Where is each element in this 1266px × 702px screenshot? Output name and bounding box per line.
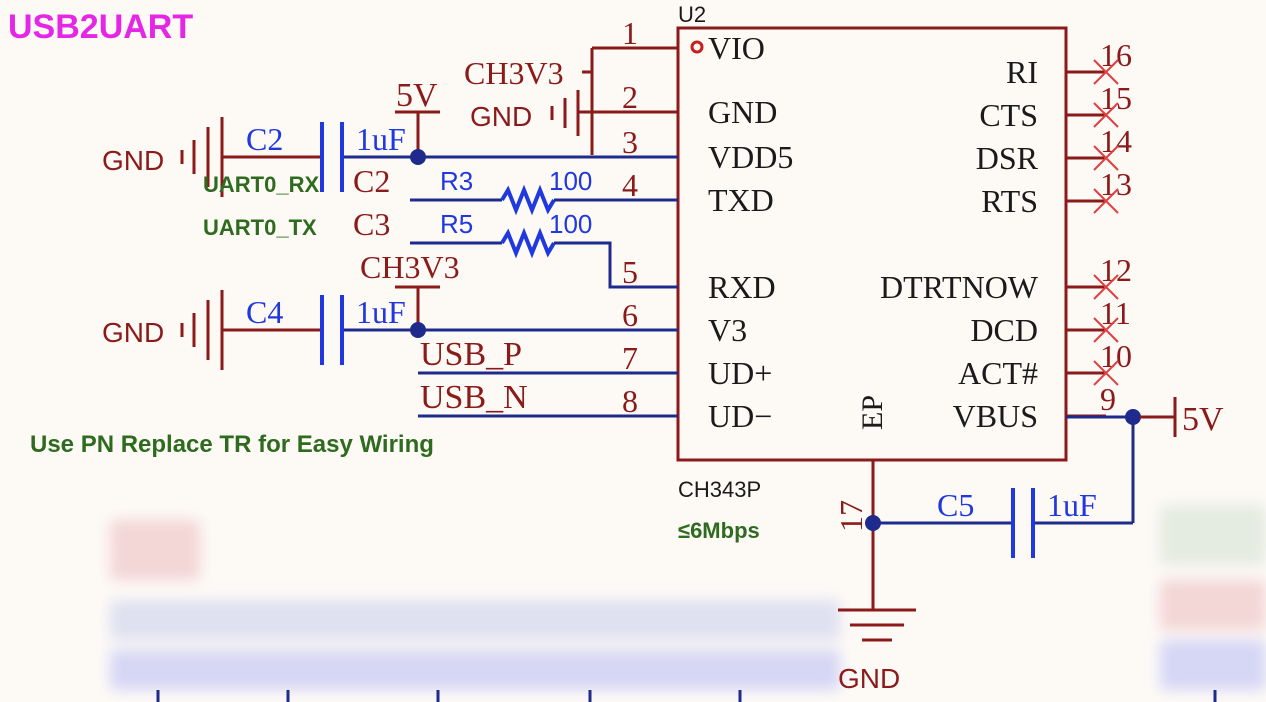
five-v-right-label: 5V [1182, 401, 1224, 438]
pin-name: VIO [708, 30, 765, 66]
r3-pin-label: C2 [353, 163, 390, 199]
r5-zigzag [500, 227, 556, 259]
pin-name: DCD [970, 312, 1038, 348]
uart-rx-label: UART0_RX [203, 172, 319, 197]
pin-number: 2 [622, 79, 638, 115]
no-connect-cross [1093, 188, 1119, 214]
junction [410, 322, 426, 338]
pin-number: 7 [622, 340, 638, 376]
five-v-top-label: 5V [396, 77, 438, 114]
wiring-note: Use PN Replace TR for Easy Wiring [30, 431, 434, 458]
pin-number: 6 [622, 297, 638, 333]
pin-name: UD− [708, 398, 772, 434]
chip-speed: ≤6Mbps [678, 518, 760, 543]
ep-label: EP [856, 395, 889, 430]
pin-17-num: 17 [833, 500, 869, 532]
gnd-top-label: GND [470, 101, 532, 132]
blurred-background [110, 505, 1266, 690]
pin-number: 5 [622, 254, 638, 290]
pin-name: CTS [979, 97, 1038, 133]
pin-name: ACT# [958, 355, 1038, 391]
blur-block [1160, 505, 1266, 565]
blur-block [110, 650, 840, 690]
blur-block [110, 520, 200, 580]
pin-name: VDD5 [708, 139, 793, 175]
pin-number: 15 [1100, 80, 1132, 116]
r3-value: 100 [549, 166, 592, 196]
r3-ref: R3 [440, 166, 473, 196]
pin-name: RI [1006, 54, 1038, 90]
pin-number: 16 [1100, 37, 1132, 73]
pin-number: 9 [1100, 381, 1116, 417]
usb-n-label: USB_N [420, 379, 528, 416]
pin-name: VBUS [953, 398, 1038, 434]
gnd-c2-label: GND [102, 145, 164, 176]
wire [554, 241, 678, 289]
left-pin-group: 1 VIO 2 GND 3 VDD5 4 TXD 5 RXD 6 V3 7 UD+ 8 UD− [622, 15, 793, 434]
pin-number: 12 [1100, 252, 1132, 288]
blur-block [1160, 580, 1266, 630]
pin-name: UD+ [708, 355, 772, 391]
pin-name: TXD [708, 182, 774, 218]
chip-part: CH343P [678, 477, 761, 502]
pin-name: RXD [708, 269, 776, 305]
ch3v3-mid-label: CH3V3 [360, 249, 460, 285]
c2-value: 1uF [356, 121, 406, 157]
pin-number: 8 [622, 383, 638, 419]
usb-p-label: USB_P [420, 336, 522, 373]
pin-number: 1 [622, 15, 638, 51]
chip-designator: U2 [678, 2, 706, 27]
junction [1125, 409, 1141, 425]
r5-pin-label: C3 [353, 206, 390, 242]
c5-value: 1uF [1047, 487, 1097, 523]
c5-ref: C5 [937, 487, 974, 523]
gnd-bottom-label: GND [838, 663, 900, 694]
gnd-bottom-symbol [838, 608, 916, 642]
no-connect-cross [1093, 59, 1119, 85]
pin-name: RTS [981, 183, 1038, 219]
c4-ref: C4 [246, 294, 283, 330]
no-connect-cross [1093, 360, 1119, 386]
pin-number: 10 [1100, 338, 1132, 374]
sheet-title: USB2UART [8, 8, 193, 46]
no-connect-cross [1093, 145, 1119, 171]
no-connect-cross [1093, 274, 1119, 300]
right-pin-group: 16 RI 15 CTS 14 DSR 13 RTS 12 DTRTNOW 11 DCD 10 ACT# 9… [880, 37, 1132, 434]
pin-name: GND [708, 94, 777, 130]
no-connect-cross [1093, 317, 1119, 343]
bottom-ticks [156, 690, 1217, 702]
pin1-marker [690, 40, 704, 54]
c4-value: 1uF [356, 294, 406, 330]
junction [410, 149, 426, 165]
r5-ref: R5 [440, 209, 473, 239]
uart-tx-label: UART0_TX [203, 215, 317, 240]
c2-ref: C2 [246, 121, 283, 157]
pin-number: 14 [1100, 123, 1132, 159]
pin-number: 11 [1100, 295, 1131, 331]
r3-zigzag [500, 184, 556, 216]
gnd-c4-label: GND [102, 317, 164, 348]
blur-block [110, 600, 840, 640]
pin-name: DSR [976, 140, 1039, 176]
ch3v3-top-label: CH3V3 [464, 55, 564, 91]
no-connect-cross [1093, 102, 1119, 128]
pin-name: V3 [708, 312, 747, 348]
pin-number: 3 [622, 124, 638, 160]
blur-block [1160, 640, 1266, 690]
pin-number: 13 [1100, 166, 1132, 202]
pin-number: 4 [622, 167, 638, 203]
r5-value: 100 [549, 209, 592, 239]
pin-name: DTRTNOW [880, 269, 1039, 305]
